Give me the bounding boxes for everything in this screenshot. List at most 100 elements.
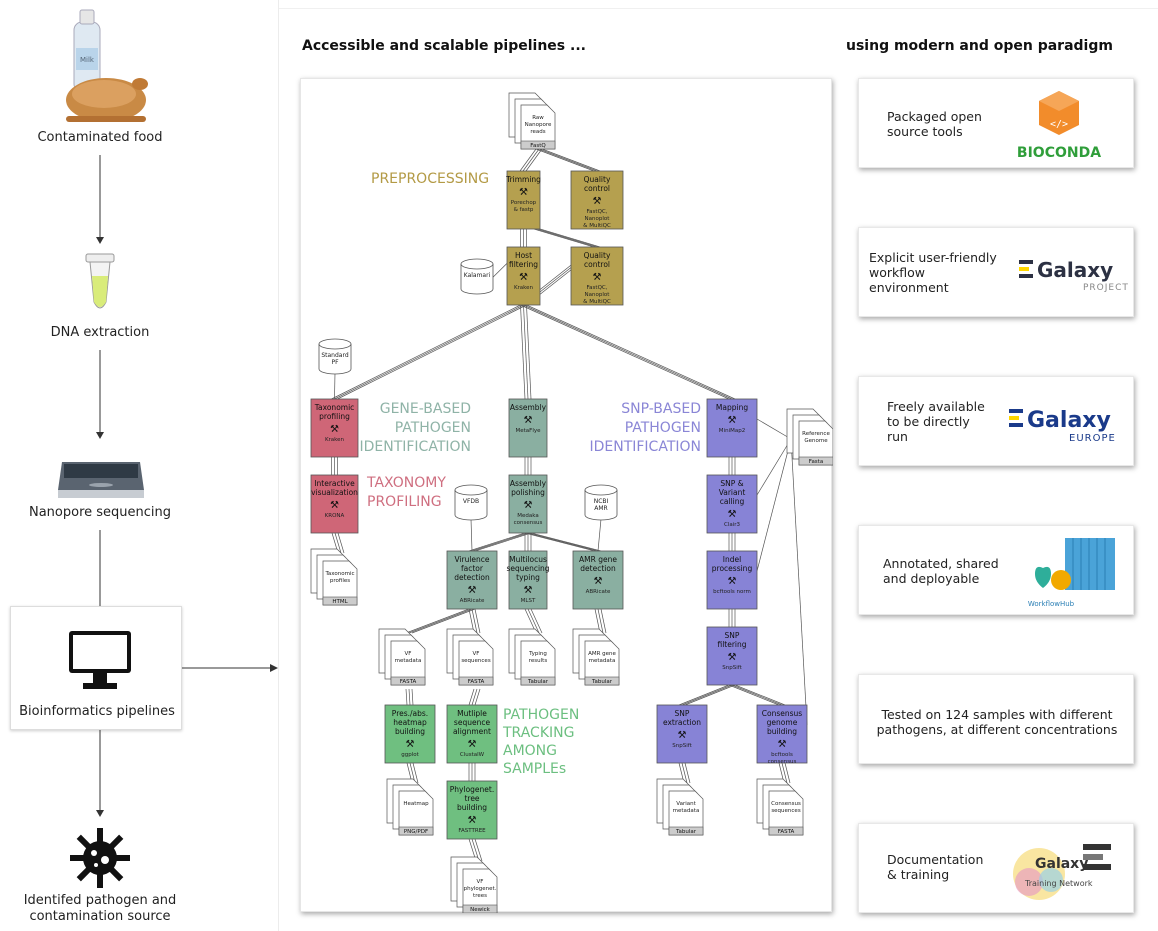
card-line: & training [887, 867, 950, 882]
file-name: Taxonomic [324, 571, 354, 577]
section-snp: SNP-BASED [621, 401, 701, 417]
connector [541, 148, 601, 172]
galaxy-training-logo: Galaxy Training Network [1013, 844, 1111, 900]
connector [520, 304, 730, 400]
tool-box [506, 170, 541, 230]
tool-title: control [584, 260, 610, 269]
connector [526, 304, 532, 400]
tool-icon: ⚒ [524, 585, 533, 596]
tool-consensus: Consensusgenomebuilding⚒bcftoolsconsensu… [756, 704, 808, 765]
connector [530, 532, 602, 552]
tool-icon: ⚒ [778, 739, 787, 750]
tool-box [506, 246, 541, 306]
tool-subtitle: & fastp [514, 207, 534, 213]
tool-icon: ⚒ [468, 815, 477, 826]
file-format: Newick [470, 907, 491, 913]
section-snp: PATHOGEN [625, 420, 701, 436]
galaxy-project-logo: Galaxy PROJECT [1019, 258, 1128, 293]
tool-box [706, 398, 758, 458]
step-label-result-2: contamination source [29, 909, 171, 924]
tool-subtitle: ggplot [401, 752, 419, 758]
connector [412, 762, 419, 784]
tool-assembly: Assembly⚒MetaFlye [508, 398, 548, 458]
tool-title: Trimming [505, 175, 541, 184]
card-line: to be directly [887, 414, 970, 429]
tool-subtitle: Clair3 [724, 522, 741, 528]
tool-icon: ⚒ [728, 415, 737, 426]
file-format-bar [768, 826, 804, 836]
tool-subtitle: & MultiQC [583, 299, 611, 305]
db-body [460, 264, 494, 295]
tool-icon: ⚒ [519, 187, 528, 198]
file-format-bar [398, 826, 434, 836]
file-format-bar [584, 676, 620, 686]
connector [471, 532, 529, 552]
connector [525, 148, 543, 172]
card-text: Annotated, shared and deployable [883, 556, 999, 586]
card-line: Annotated, shared [883, 556, 999, 571]
connector [526, 304, 736, 400]
tool-subtitle: MiniMap2 [719, 428, 745, 434]
card-line: Freely available [887, 399, 985, 414]
file-format-bar [520, 676, 556, 686]
arrow-1 [96, 155, 104, 244]
left-flow: Milk Contaminated food DNA extraction Na… [0, 0, 278, 931]
tool-title: tree [464, 794, 479, 803]
bioconda-logo-text: BIOCONDA [1017, 145, 1101, 161]
connector [678, 684, 730, 706]
tool-title: heatmap [393, 718, 427, 727]
db-name: VFDB [463, 498, 479, 505]
connector [756, 438, 792, 572]
connector [535, 148, 595, 172]
tool-icon: ⚒ [519, 272, 528, 283]
file-name: Typing [528, 651, 547, 657]
tool-title: Pres./abs. [392, 709, 428, 718]
tool-subtitle: SnpSift [672, 743, 692, 749]
tool-box [706, 474, 758, 534]
galaxy-europe-text: Galaxy [1027, 408, 1111, 433]
tool-box [706, 550, 758, 610]
tool-title: factor [461, 564, 484, 573]
file-format: FASTA [468, 679, 485, 685]
step-label-food: Contaminated food [37, 130, 163, 145]
connector [334, 372, 336, 400]
file-format: Tabular [675, 829, 697, 835]
tool-icon: ⚒ [524, 415, 533, 426]
tool-box [756, 704, 808, 764]
connector [411, 608, 476, 634]
file-format-bar [390, 676, 426, 686]
db-top [460, 258, 494, 270]
arrow-to-panel [182, 664, 278, 672]
card-text: Freely available to be directly run [887, 399, 985, 444]
db-top [584, 484, 618, 496]
tool-box [310, 398, 359, 458]
card-text: Packaged open source tools [887, 109, 982, 139]
tool-subtitle: FASTTREE [458, 828, 486, 834]
workflow-diagram: Trimming⚒Porechop& fastpQualitycontrol⚒F… [310, 92, 833, 913]
tool-title: Assembly [510, 479, 547, 488]
tool-icon: ⚒ [524, 500, 533, 511]
tool-box [446, 704, 498, 764]
connector [471, 838, 480, 862]
file-name: metadata [673, 808, 700, 814]
file-format: FASTA [778, 829, 795, 835]
tool-box [508, 550, 548, 610]
file-name: sequences [771, 808, 801, 814]
tool-title: typing [516, 573, 540, 582]
tool-subtitle: Nanoplot [585, 216, 611, 222]
card-line: run [887, 429, 908, 444]
file-name: Genome [804, 438, 828, 444]
tool-subtitle: FastQC, [587, 209, 608, 215]
tool-box [508, 474, 548, 534]
section-gene: GENE-BASED [380, 401, 471, 417]
card-line: environment [869, 280, 949, 295]
connector [471, 688, 478, 706]
tool-title: extraction [663, 718, 701, 727]
connector-lines [331, 148, 808, 862]
